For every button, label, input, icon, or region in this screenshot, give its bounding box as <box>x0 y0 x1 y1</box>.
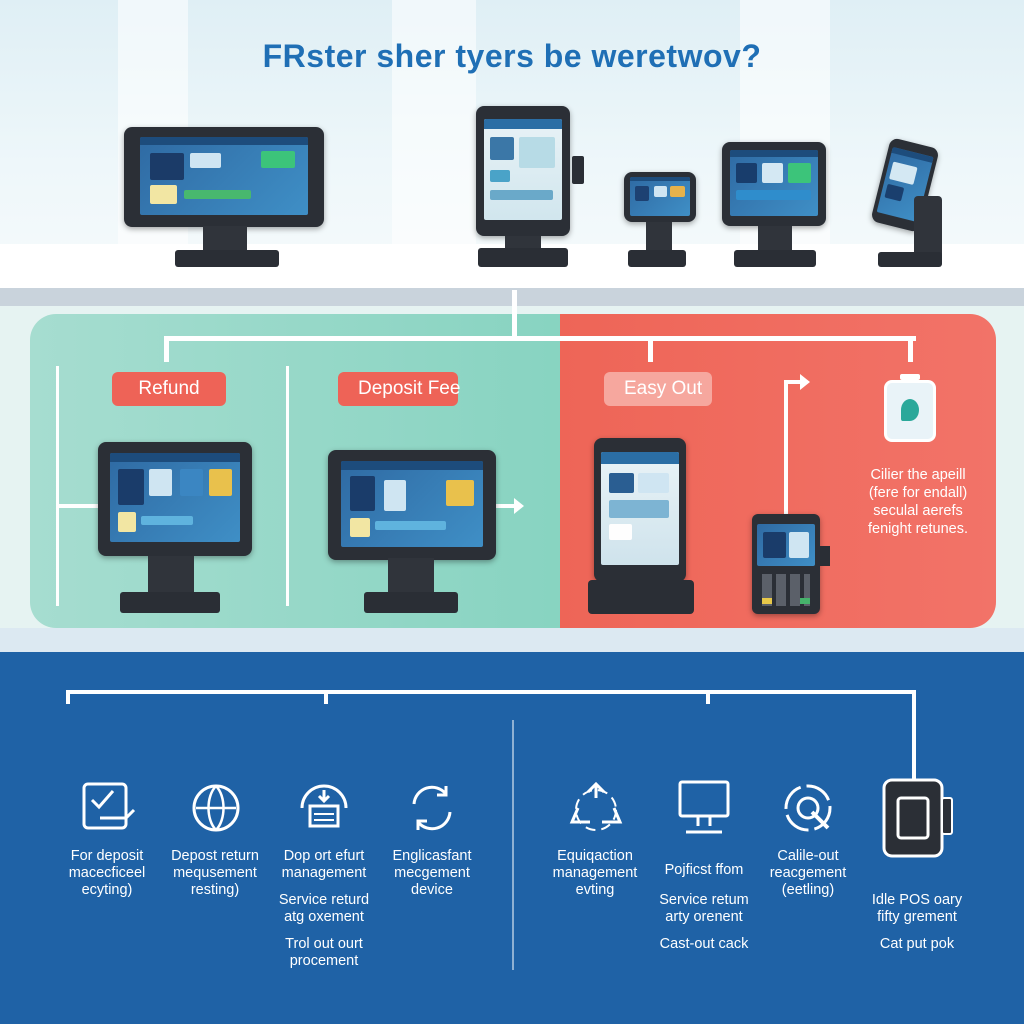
easy-out-note: Cilier the apeill(fere for endall) secul… <box>868 467 968 537</box>
monitor-icon <box>678 780 730 834</box>
connector-line <box>908 336 913 362</box>
checklist-icon <box>82 782 136 830</box>
target-icon <box>784 784 832 832</box>
connector-line <box>912 690 916 780</box>
feature-label: Cast-out cack <box>659 936 749 952</box>
connector-line <box>648 336 653 362</box>
recycle-arrows-icon <box>569 781 623 831</box>
refresh-cycle-icon <box>412 785 452 831</box>
connector-line <box>164 336 916 341</box>
connector-line <box>164 336 169 362</box>
feature-label: Pojficst ffom <box>664 862 744 878</box>
connector-line <box>512 290 517 340</box>
recycle-globe-icon <box>192 784 240 832</box>
background-pillar <box>392 0 476 245</box>
connector-line <box>784 380 800 384</box>
category-deposit-fee[interactable]: Deposit Fee <box>338 372 460 406</box>
arrow-right-icon <box>800 374 810 390</box>
connector-line <box>66 690 916 694</box>
connector-line <box>324 690 328 704</box>
tablet-icon <box>882 778 953 858</box>
connector-line <box>286 366 289 606</box>
battery-leaf-icon <box>884 374 936 442</box>
connector-line <box>56 504 100 508</box>
connector-line <box>56 366 59 606</box>
page-title: FRster sher tyers be weretwov? <box>262 38 762 74</box>
feature-label: Cat put pok <box>879 936 955 952</box>
connector-line <box>784 380 788 516</box>
connector-line <box>66 690 70 704</box>
category-refund[interactable]: Refund <box>112 372 226 406</box>
connector-line <box>496 504 514 508</box>
arrow-right-icon <box>514 498 524 514</box>
category-easy-out[interactable]: Easy Out <box>604 372 712 406</box>
connector-line <box>706 690 710 704</box>
pos-terminal-icon <box>300 784 348 828</box>
divider <box>512 720 514 970</box>
bottom-band-top <box>0 628 1024 652</box>
